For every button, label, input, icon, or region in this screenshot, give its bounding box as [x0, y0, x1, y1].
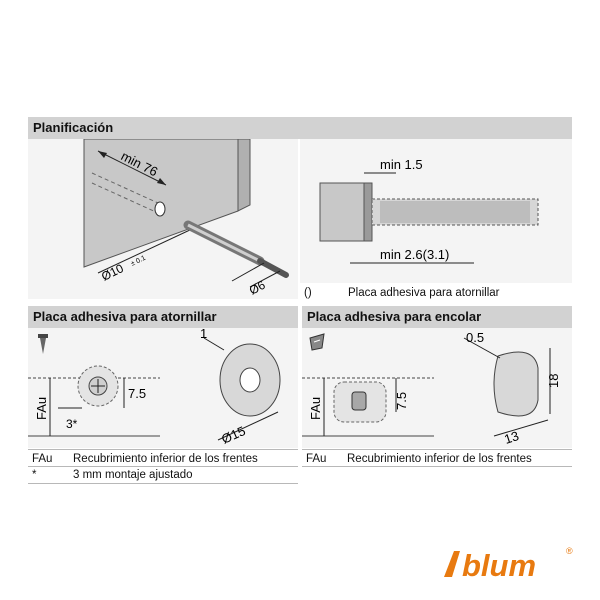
- arrow-76-a: [98, 151, 107, 158]
- drill-line-1: [91, 172, 159, 204]
- brand-registered: ®: [566, 546, 573, 556]
- screw-thickness-label: 1: [200, 328, 207, 341]
- legend-right-value-1: Recubrimiento inferior de los frentes: [347, 453, 532, 465]
- detail-legend-value: Placa adhesiva para atornillar: [348, 287, 500, 299]
- drill-line-2: [91, 182, 159, 214]
- brand-name: blum: [462, 548, 536, 583]
- screw-plate-drawing: 7.5 FAu 3* 1 Ø15: [28, 326, 281, 447]
- glue-offset-label: 7.5: [394, 392, 409, 410]
- glue-height-label: 18: [546, 374, 561, 388]
- detail-diagram-panel: min 1.5 min 2.6(3.1): [300, 139, 572, 283]
- legend-right-bottom-rule: [302, 466, 572, 467]
- screw-offset-label: 7.5: [128, 386, 146, 401]
- glue-icon: [309, 333, 325, 351]
- dim-line-0-5: [463, 337, 501, 359]
- inserted-rod: [380, 201, 530, 223]
- planning-diagram-panel: min 76 Ø10 ± 0.1 Ø6: [28, 138, 298, 299]
- planning-drawing: min 76 Ø10 ± 0.1 Ø6: [83, 138, 289, 298]
- screw-plate-panel: 7.5 FAu 3* 1 Ø15: [28, 326, 298, 448]
- screw-icon: [38, 334, 48, 354]
- dim-line-6b: [249, 270, 281, 288]
- glue-width-label: 13: [502, 428, 520, 447]
- arrow-76-b: [157, 178, 166, 185]
- cabinet-edge: [237, 138, 251, 212]
- legend-left-bottom-rule: [28, 483, 298, 484]
- glue-fau-label: FAu: [308, 397, 323, 420]
- push-rod-tip: [257, 258, 289, 278]
- min-2-6-label: min 2.6(3.1): [380, 247, 449, 262]
- detail-drawing: min 1.5 min 2.6(3.1): [319, 157, 539, 264]
- planning-title: Planificación: [33, 120, 114, 135]
- round-plate-hole: [239, 367, 261, 393]
- dia-10-label: Ø10: [99, 261, 126, 284]
- legend-left-key-1: FAu: [32, 453, 53, 465]
- min-1-5-label: min 1.5: [380, 157, 423, 172]
- legend-left-value-2: 3 mm montaje ajustado: [73, 469, 193, 481]
- glue-plate-title: Placa adhesiva para encolar: [307, 309, 482, 324]
- oval-plate: [493, 351, 539, 417]
- legend-left-value-1: Recubrimiento inferior de los frentes: [73, 453, 258, 465]
- dia-6-label: Ø6: [247, 278, 268, 298]
- screw-plate-header: Placa adhesiva para atornillar: [28, 306, 298, 328]
- glue-plate-header: Placa adhesiva para encolar: [302, 306, 572, 328]
- push-rod-highlight: [187, 223, 261, 263]
- glue-plate-center: [351, 391, 367, 411]
- dim-line-76: [97, 150, 167, 186]
- legend-right-top-rule: [302, 449, 572, 450]
- front-board: [319, 182, 365, 242]
- blum-logo: blum ®: [440, 543, 575, 585]
- detail-legend-key: (): [304, 287, 312, 299]
- screw-fau-label: FAu: [34, 397, 49, 420]
- drill-hole: [154, 201, 166, 217]
- legend-left-top-rule: [28, 449, 298, 450]
- planning-header: Planificación: [28, 117, 572, 139]
- blum-logo-graphic: blum ®: [444, 546, 573, 583]
- glue-plate-panel: 7.5 FAu 0.5 18 13: [302, 328, 572, 448]
- dim-line-15: [217, 411, 279, 441]
- dim-line-6a: [231, 262, 265, 282]
- glue-radius-label: 0.5: [466, 330, 484, 345]
- screw-plate-title: Placa adhesiva para atornillar: [33, 309, 217, 324]
- adhesive-plate: [363, 182, 373, 242]
- legend-left-mid-rule: [28, 466, 298, 467]
- glue-plate-drawing: 7.5 FAu 0.5 18 13: [302, 330, 561, 447]
- logo-swoosh: [444, 551, 460, 577]
- dim-line-13: [493, 419, 549, 437]
- dim-line-1: [203, 337, 225, 351]
- screw-three-label: 3*: [66, 417, 78, 431]
- screw-diameter-label: Ø15: [219, 423, 248, 447]
- legend-right-key-1: FAu: [306, 453, 327, 465]
- dim-line-10: [97, 228, 193, 274]
- legend-left-key-2: *: [32, 469, 37, 481]
